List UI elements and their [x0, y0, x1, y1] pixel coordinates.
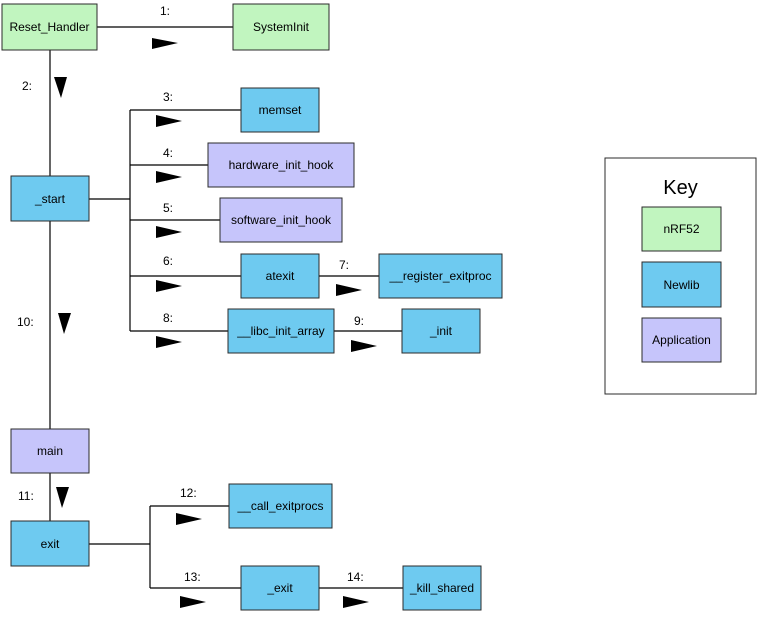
- arrow-right-4: [156, 171, 182, 183]
- node-label: SystemInit: [253, 20, 310, 34]
- step-label: 13:: [184, 570, 201, 584]
- direction-arrows: [54, 38, 377, 608]
- node-label: Reset_Handler: [9, 20, 89, 34]
- node-register-exitproc[interactable]: __register_exitproc: [378, 253, 503, 299]
- arrow-down-11: [56, 487, 69, 508]
- node-label: software_init_hook: [231, 213, 332, 227]
- arrow-right-14: [343, 596, 369, 608]
- node-memset[interactable]: memset: [240, 87, 320, 133]
- node-init[interactable]: _init: [401, 308, 481, 354]
- node-label: _init: [429, 324, 453, 338]
- node-main[interactable]: main: [10, 428, 90, 474]
- step-label: 11:: [18, 489, 34, 503]
- connector-lines: [49, 26, 403, 589]
- node-label: _kill_shared: [409, 581, 474, 595]
- step-labels: 1: 2: 3: 4: 5: 6: 7: 8: 9: 10: 11: 12: 1…: [17, 4, 364, 584]
- legend-item-nrf52: nRF52: [641, 206, 722, 252]
- step-label: 1:: [160, 4, 170, 18]
- step-label: 4:: [163, 146, 173, 160]
- node-label: __call_exitprocs: [236, 499, 323, 513]
- arrow-right-13: [180, 596, 206, 608]
- step-label: 6:: [163, 254, 173, 268]
- step-label: 9:: [354, 314, 364, 328]
- node-label: atexit: [266, 269, 295, 283]
- legend-item-application: Application: [641, 317, 722, 363]
- step-label: 10:: [17, 315, 34, 329]
- node-label: __libc_init_array: [236, 324, 324, 338]
- node-atexit[interactable]: atexit: [240, 253, 320, 299]
- arrow-right-1: [152, 38, 178, 49]
- arrow-down-10: [58, 313, 71, 334]
- legend-label: Newlib: [663, 278, 699, 292]
- function-boxes: Reset_Handler SystemInit _start memset h…: [1, 3, 503, 611]
- node-kill-shared[interactable]: _kill_shared: [402, 565, 482, 611]
- legend-item-newlib: Newlib: [641, 261, 722, 308]
- node-label: main: [37, 444, 63, 458]
- node-label: memset: [259, 103, 302, 117]
- node-hardware-init-hook[interactable]: hardware_init_hook: [207, 142, 355, 188]
- step-label: 3:: [163, 90, 173, 104]
- node-label: __register_exitproc: [388, 269, 491, 283]
- arrow-down-2: [54, 77, 67, 98]
- node-_exit[interactable]: _exit: [240, 565, 320, 611]
- arrow-right-5: [156, 226, 182, 238]
- node-label: _start: [34, 192, 66, 206]
- step-label: 2:: [22, 79, 32, 93]
- arrow-right-9: [351, 340, 377, 352]
- arrow-right-12: [176, 513, 202, 525]
- arrow-right-8: [156, 336, 182, 348]
- legend-title: Key: [663, 177, 697, 199]
- legend: Key nRF52 Newlib Application: [604, 157, 757, 395]
- step-label: 7:: [339, 258, 349, 272]
- legend-label: Application: [652, 333, 711, 347]
- node-exit[interactable]: exit: [10, 520, 90, 567]
- node-libc-init-array[interactable]: __libc_init_array: [227, 308, 335, 354]
- step-label: 14:: [347, 570, 364, 584]
- node-label: hardware_init_hook: [229, 158, 335, 172]
- node-systeminit[interactable]: SystemInit: [232, 3, 330, 51]
- node-start[interactable]: _start: [10, 175, 90, 222]
- arrow-right-3: [156, 115, 182, 127]
- step-label: 8:: [163, 311, 173, 325]
- node-call-exitprocs[interactable]: __call_exitprocs: [228, 483, 333, 529]
- node-label: _exit: [266, 581, 293, 595]
- arrow-right-7: [336, 284, 362, 296]
- node-reset-handler[interactable]: Reset_Handler: [1, 3, 98, 51]
- step-label: 5:: [163, 201, 173, 215]
- arrow-right-6: [156, 280, 182, 292]
- step-label: 12:: [180, 486, 197, 500]
- legend-label: nRF52: [663, 222, 699, 236]
- node-software-init-hook[interactable]: software_init_hook: [219, 197, 343, 243]
- node-label: exit: [41, 537, 60, 551]
